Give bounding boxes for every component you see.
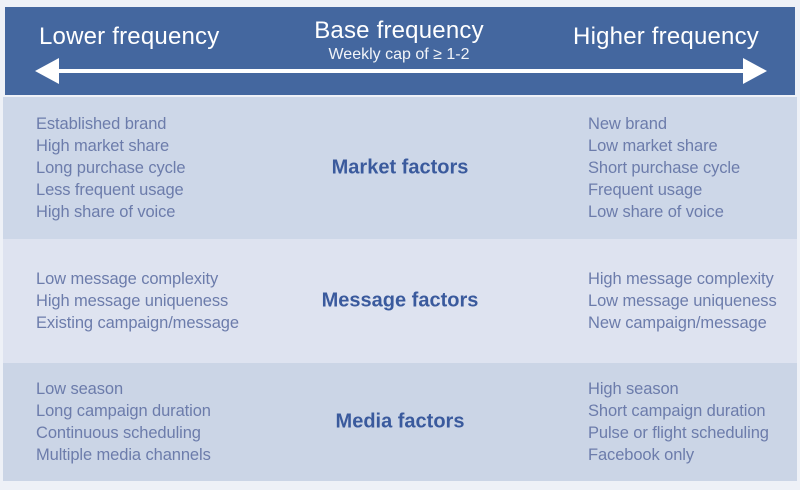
list-item: Long purchase cycle <box>36 159 186 177</box>
message-factors-row: Low message complexity High message uniq… <box>3 239 797 363</box>
market-lower-frequency-list: Established brand High market share Long… <box>36 113 186 223</box>
list-item: Less frequent usage <box>36 181 184 199</box>
list-item: Low market share <box>588 137 718 155</box>
list-item: Facebook only <box>588 446 695 464</box>
header-band: Lower frequency Base frequency Weekly ca… <box>5 7 795 95</box>
list-item: High season <box>588 380 679 398</box>
list-item: Pulse or flight scheduling <box>588 424 769 442</box>
list-item: High market share <box>36 137 170 155</box>
list-item: Low message uniqueness <box>588 292 777 310</box>
media-factors-row: Low season Long campaign duration Contin… <box>3 363 797 481</box>
market-higher-frequency-list: New brand Low market share Short purchas… <box>588 113 740 223</box>
list-item: Short purchase cycle <box>588 159 741 177</box>
list-item: Existing campaign/message <box>36 314 239 332</box>
list-item: New campaign/message <box>588 314 767 332</box>
list-item: Long campaign duration <box>36 402 211 420</box>
message-lower-frequency-list: Low message complexity High message uniq… <box>36 268 239 334</box>
list-item: New brand <box>588 115 667 133</box>
list-item: Low share of voice <box>588 203 724 221</box>
arrow-line <box>59 69 743 73</box>
lower-frequency-title: Lower frequency <box>39 23 220 50</box>
list-item: High share of voice <box>36 203 176 221</box>
list-item: High message uniqueness <box>36 292 229 310</box>
double-headed-arrow-icon <box>35 58 767 84</box>
media-lower-frequency-list: Low season Long campaign duration Contin… <box>36 378 211 466</box>
higher-frequency-title: Higher frequency <box>573 23 759 50</box>
media-higher-frequency-list: High season Short campaign duration Puls… <box>588 378 769 466</box>
list-item: Continuous scheduling <box>36 424 201 442</box>
factor-rows: Established brand High market share Long… <box>3 97 797 481</box>
arrow-left-head-icon <box>35 58 59 84</box>
message-factors-label: Message factors <box>321 289 479 312</box>
list-item: Low message complexity <box>36 270 219 288</box>
list-item: Multiple media channels <box>36 446 211 464</box>
list-item: Frequent usage <box>588 181 703 199</box>
market-factors-row: Established brand High market share Long… <box>3 97 797 239</box>
list-item: Low season <box>36 380 124 398</box>
media-factors-label: Media factors <box>335 410 465 433</box>
weekly-cap-subtitle: Weekly cap of ≥ 1-2 <box>328 46 470 63</box>
market-factors-label: Market factors <box>331 156 469 179</box>
arrow-right-head-icon <box>743 58 767 84</box>
base-frequency-title: Base frequency <box>314 17 484 44</box>
list-item: Short campaign duration <box>588 402 766 420</box>
list-item: Established brand <box>36 115 167 133</box>
base-frequency-block: Base frequency Weekly cap of ≥ 1-2 <box>314 17 484 64</box>
header-titles: Lower frequency Base frequency Weekly ca… <box>5 7 795 64</box>
message-higher-frequency-list: High message complexity Low message uniq… <box>588 268 777 334</box>
list-item: High message complexity <box>588 270 774 288</box>
